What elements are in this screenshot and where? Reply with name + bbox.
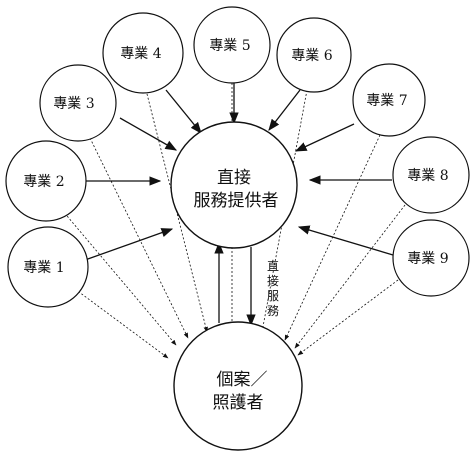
arrow-6-to-center [268,89,301,131]
direct-service-char-1: 直 [267,259,279,273]
professional-circle-7 [352,63,426,137]
dotted-line-6 [260,89,308,333]
professional-circle-1 [7,226,89,308]
professional-label-2: 專業 2 [23,174,64,190]
dotted-line-2 [61,209,177,346]
arrow-9-to-center [297,225,394,256]
dotted-line-9 [297,279,399,356]
arrow-1-to-center [84,228,174,261]
professional-nodes [5,6,470,308]
professional-label-9: 專業 9 [407,251,448,267]
direct-service-label: 直 接 服 務 [267,259,279,318]
professional-circle-8 [392,136,470,214]
center-circle [170,121,298,249]
professional-label-3: 專業 3 [53,96,94,112]
dotted-line-8 [294,204,406,349]
arrow-4-to-center [165,89,202,134]
client-label-line2: 照護者 [213,393,264,413]
professional-label-5: 專業 5 [209,38,250,54]
arrow-7-to-center [294,123,355,152]
client-labels: 個案／ 照護者 [213,370,268,413]
client-label-line1: 個案／ [217,370,268,390]
professional-circle-6 [276,17,352,93]
direct-service-char-2: 接 [267,273,279,288]
professional-label-6: 專業 6 [291,48,332,64]
professional-circle-2 [5,140,87,222]
professional-circle-3 [39,64,117,142]
arrow-3-to-center [119,117,178,151]
professional-circle-9 [392,219,470,297]
professional-circle-5 [193,6,271,84]
dotted-line-1 [74,288,169,359]
dotted-line-3 [89,137,189,339]
solid-connectors [84,82,394,327]
professional-circle-4 [102,12,184,94]
professional-label-1: 專業 1 [23,260,64,276]
professional-labels: 專業 1 專業 2 專業 3 專業 4 專業 5 專業 6 專業 7 專業 8 … [23,38,448,276]
center-label-line2: 服務提供者 [194,191,279,211]
professional-label-7: 專業 7 [366,93,407,109]
direct-service-char-4: 務 [267,304,279,318]
center-labels: 直接 服務提供者 [194,168,279,211]
center-label-line1: 直接 [217,168,251,188]
professional-label-4: 專業 4 [120,46,161,62]
professional-label-8: 專業 8 [407,168,448,184]
client-circle [173,321,303,451]
direct-service-char-3: 服 [267,289,279,303]
